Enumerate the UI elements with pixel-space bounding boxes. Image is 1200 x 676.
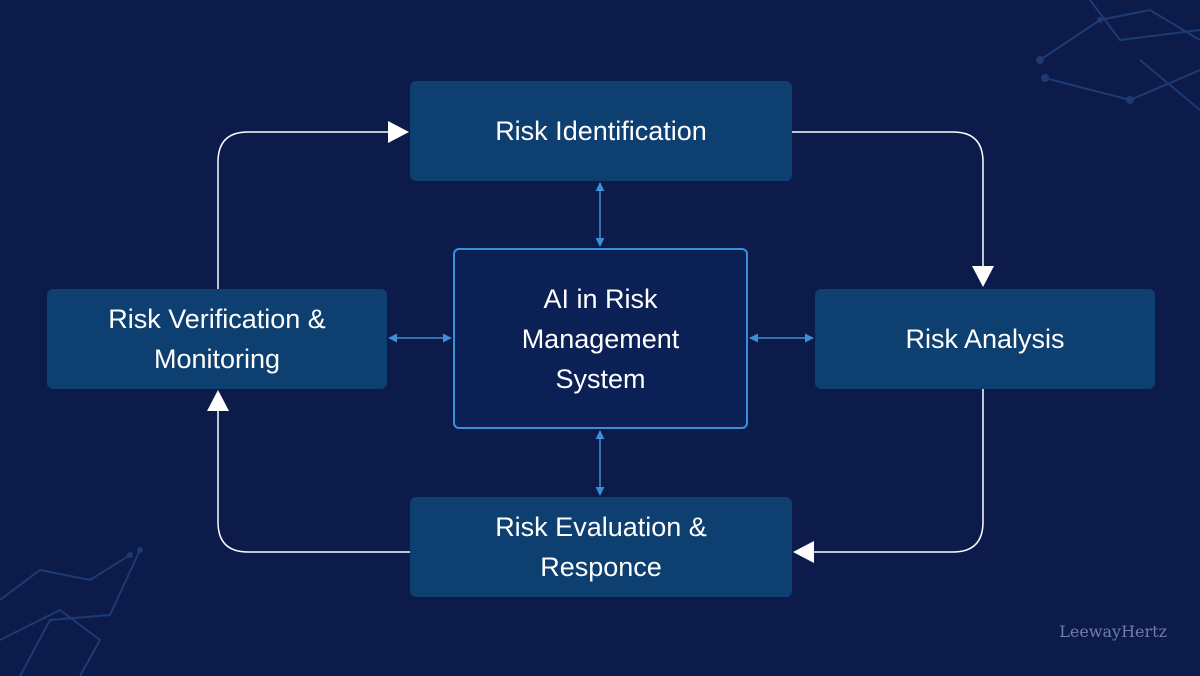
node-label: Risk Evaluation & Responce: [495, 512, 707, 582]
node-label: Risk Identification: [495, 116, 707, 146]
cycle-arrow-analysis-to-evaluation: [814, 389, 984, 553]
cycle-arrow-identification-to-analysis: [792, 131, 984, 266]
arrowhead-left-icon: [793, 541, 814, 563]
cycle-arrow-verification-to-identification: [217, 131, 388, 289]
node-risk-evaluation: Risk Evaluation & Responce: [410, 497, 792, 597]
node-risk-analysis: Risk Analysis: [815, 289, 1155, 389]
node-label: AI in Risk Management System: [521, 283, 680, 394]
node-label: Risk Analysis: [905, 324, 1065, 354]
node-risk-verification: Risk Verification & Monitoring: [47, 289, 387, 389]
node-risk-identification: Risk Identification: [410, 81, 792, 181]
arrowhead-up-icon: [207, 390, 229, 411]
node-ai-risk-management: AI in Risk Management System: [453, 248, 748, 429]
node-label: Risk Verification & Monitoring: [108, 304, 326, 374]
brand-watermark: LeewayHertz: [1059, 622, 1167, 641]
cycle-arrow-evaluation-to-verification: [217, 411, 410, 553]
arrowhead-right-icon: [388, 121, 409, 143]
arrowhead-down-icon: [972, 266, 994, 287]
